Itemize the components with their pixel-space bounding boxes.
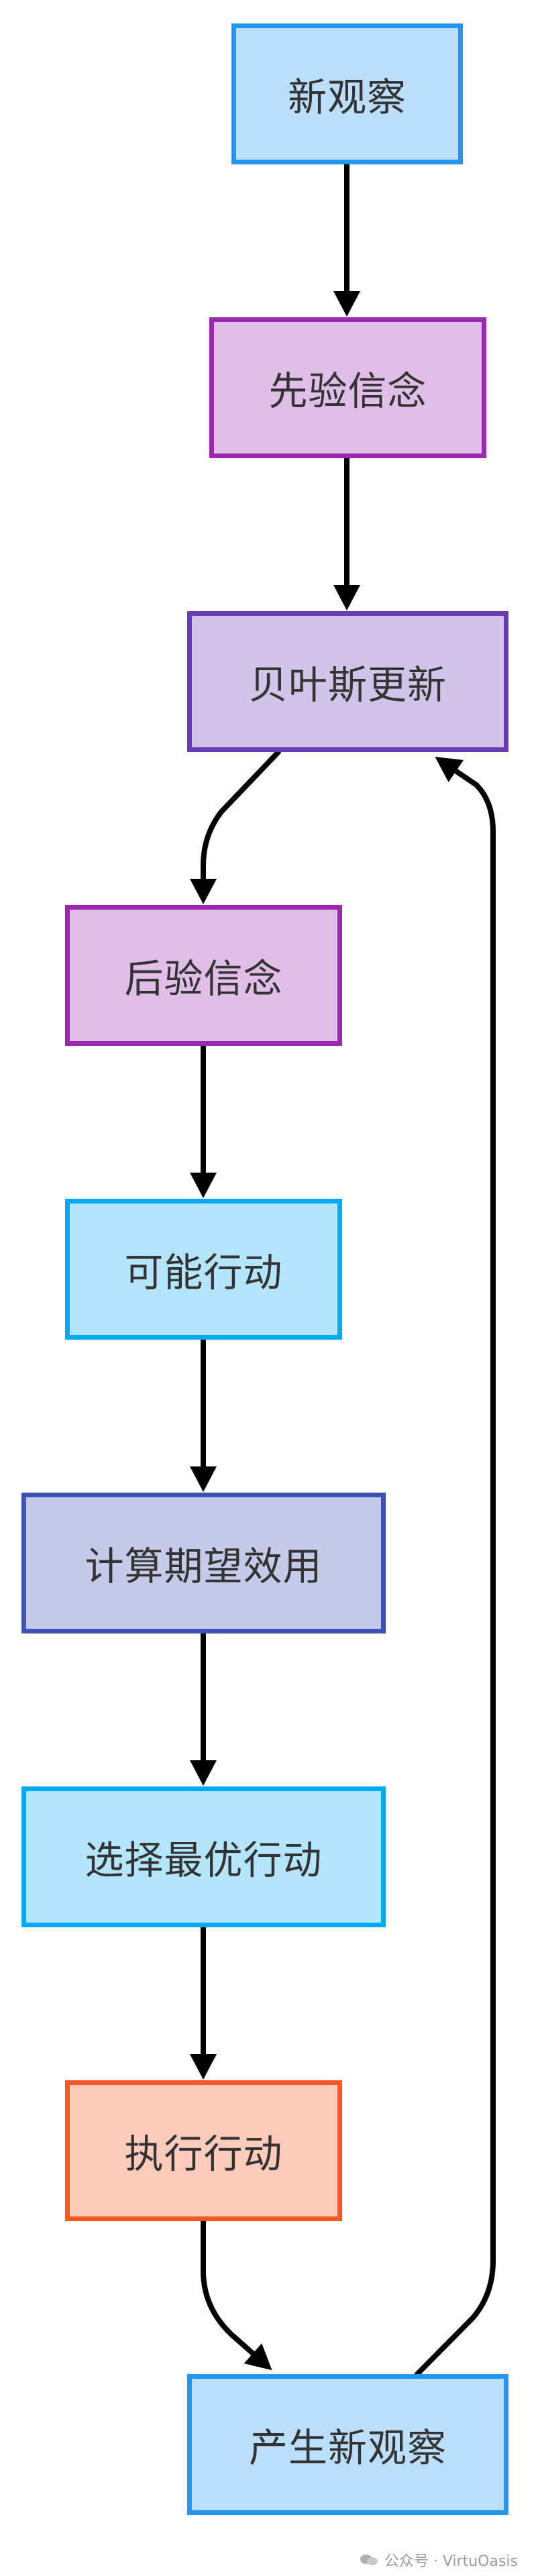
node-bayesian-update: 贝叶斯更新 — [187, 611, 508, 752]
arrowhead-n1-n2 — [333, 291, 360, 317]
arrowhead-n9-n3 — [435, 757, 464, 783]
arrowhead-n8-n9 — [244, 2343, 272, 2371]
wechat-icon — [360, 2555, 378, 2565]
node-label: 计算期望效用 — [85, 1544, 323, 1589]
node-label: 执行行动 — [124, 2131, 283, 2177]
node-label: 后验信念 — [124, 956, 283, 1002]
arrowhead-n5-n6 — [190, 1466, 217, 1492]
node-label: 可能行动 — [124, 1250, 283, 1295]
node-label: 贝叶斯更新 — [248, 662, 447, 708]
arrowhead-n4-n5 — [190, 1173, 217, 1198]
node-label: 产生新观察 — [248, 2425, 447, 2471]
node-choose-best-action: 选择最优行动 — [21, 1786, 386, 1927]
arrowhead-n7-n8 — [190, 2054, 217, 2080]
node-compute-expected-utility: 计算期望效用 — [21, 1493, 386, 1633]
edge-n8-n9 — [201, 2218, 268, 2367]
node-label: 新观察 — [287, 74, 407, 120]
node-prior-belief: 先验信念 — [209, 317, 486, 458]
node-new-observation: 新观察 — [231, 23, 463, 164]
edge-n3-n4 — [201, 749, 281, 898]
arrowhead-n3-n4 — [190, 879, 217, 904]
arrowhead-n2-n3 — [333, 585, 360, 610]
node-possible-actions: 可能行动 — [65, 1199, 342, 1340]
node-label: 选择最优行动 — [85, 1837, 323, 1883]
watermark: 公众号 · VirtuOasis — [359, 2549, 518, 2571]
node-posterior-belief: 后验信念 — [65, 905, 342, 1046]
edge-n9-n3 — [415, 759, 496, 2377]
watermark-text: 公众号 · VirtuOasis — [384, 2553, 518, 2570]
node-label: 先验信念 — [268, 368, 427, 414]
node-execute-action: 执行行动 — [65, 2080, 342, 2221]
arrowhead-n6-n7 — [190, 1760, 217, 1786]
node-produce-new-observation: 产生新观察 — [187, 2374, 508, 2515]
